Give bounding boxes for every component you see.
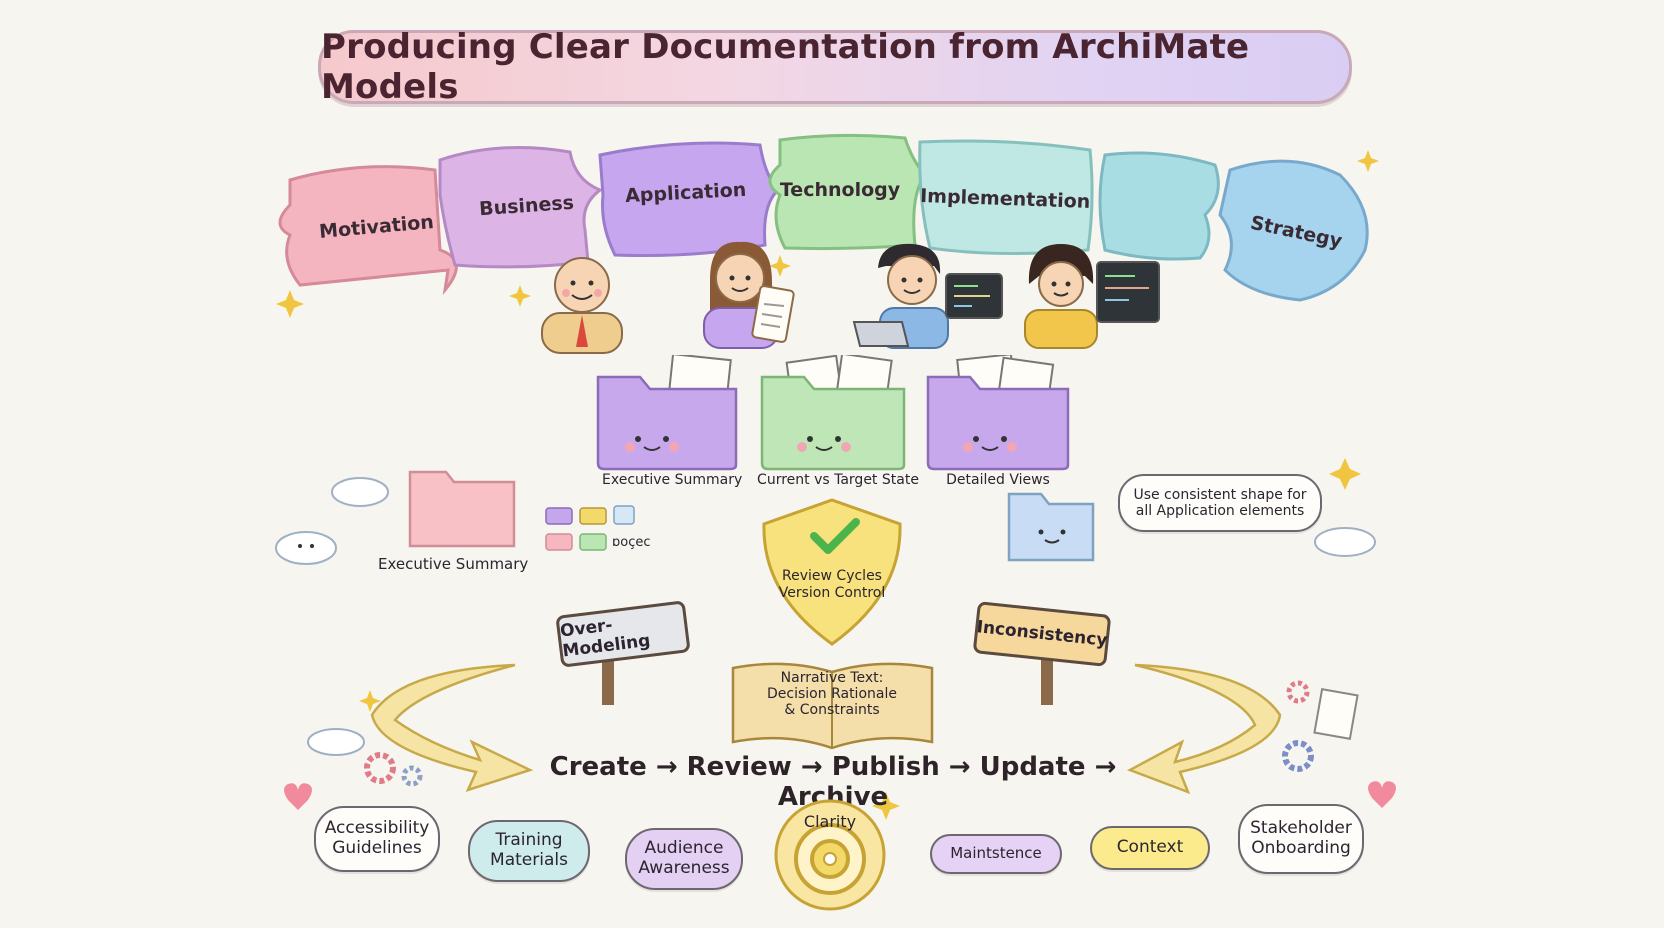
- layer-label-technology-text: Technology: [780, 179, 901, 201]
- left-folder-group: [275, 470, 635, 565]
- sparkle-icon: [276, 150, 1379, 820]
- folder-label-detailed-views: Detailed Views: [946, 472, 1050, 488]
- bubble-accessibility-text: Accessibility Guidelines: [324, 818, 430, 858]
- cloud-face-right-icon: [1314, 527, 1376, 557]
- folder-label-left-executive-summary: Executive Summary: [378, 555, 529, 573]
- cloud-face-icon: [275, 531, 337, 565]
- target-label: Clarity: [803, 812, 857, 831]
- bubble-accessibility-guidelines: Accessibility Guidelines: [314, 806, 440, 872]
- person-engineer-icon: [1024, 244, 1160, 349]
- document-icon: [1313, 688, 1359, 740]
- lifecycle-flow: Create → Review → Publish → Update → Arc…: [549, 752, 1117, 812]
- puzzle-piece-strategy[interactable]: Strategy: [1218, 159, 1369, 302]
- speech-bubble-consistent-shape: Use consistent shape for all Application…: [1118, 474, 1322, 532]
- folder-blue-icon[interactable]: [1005, 490, 1100, 565]
- title-banner: Producing Clear Documentation from Archi…: [318, 27, 1352, 107]
- gear-icon: [364, 680, 1314, 787]
- bubble-maintstence-text: Maintstence: [950, 844, 1042, 863]
- element-legend: [545, 505, 635, 551]
- cloud-icon: [331, 477, 389, 507]
- person-analyst-icon: [703, 241, 795, 349]
- legend-text: ɒoçec: [612, 535, 651, 550]
- bubble-audience-text: Audience Awareness: [638, 838, 730, 878]
- puzzle-piece-teal-connector: [1098, 151, 1220, 261]
- book-text: Narrative Text: Decision Rationale & Con…: [767, 670, 897, 719]
- folder-current-vs-target-icon[interactable]: [760, 355, 906, 471]
- puzzle-piece-motivation[interactable]: Motivation: [278, 165, 458, 296]
- puzzle-piece-implementation[interactable]: Implementation: [918, 139, 1094, 256]
- puzzle-piece-application[interactable]: Application: [598, 141, 781, 258]
- bubble-audience-awareness: Audience Awareness: [625, 828, 743, 890]
- book-narrative-icon: [731, 662, 934, 750]
- bubble-stakeholder-text: Stakeholder Onboarding: [1250, 818, 1352, 858]
- bubble-training-materials: Training Materials: [468, 820, 590, 882]
- page-title: Producing Clear Documentation from Archi…: [321, 27, 1250, 107]
- folder-executive-summary-icon[interactable]: [596, 355, 738, 471]
- folder-label-current-vs-target: Current vs Target State: [757, 472, 919, 488]
- target-clarity-icon: [774, 799, 886, 911]
- bubble-maintstence: Maintstence: [930, 834, 1062, 874]
- person-developer-icon: [852, 243, 1003, 349]
- bubble-stakeholder-onboarding: Stakeholder Onboarding: [1238, 804, 1364, 874]
- bubble-context: Context: [1090, 826, 1210, 870]
- document-folders: [596, 355, 1070, 471]
- heart-icon: [284, 781, 1396, 810]
- bubble-training-text: Training Materials: [490, 830, 568, 870]
- folder-pink-icon[interactable]: [408, 470, 516, 548]
- person-executive-icon: [541, 257, 623, 354]
- shield-text: Review Cycles Version Control: [778, 568, 886, 601]
- puzzle-piece-business[interactable]: Business: [438, 146, 604, 269]
- speech-bubble-text: Use consistent shape for all Application…: [1133, 486, 1307, 519]
- folder-label-executive-summary: Executive Summary: [602, 472, 743, 488]
- cloud-small-icon: [307, 728, 365, 756]
- shield-review-icon: [762, 498, 902, 646]
- bubble-context-text: Context: [1116, 837, 1184, 858]
- folder-detailed-views-icon[interactable]: [926, 355, 1070, 471]
